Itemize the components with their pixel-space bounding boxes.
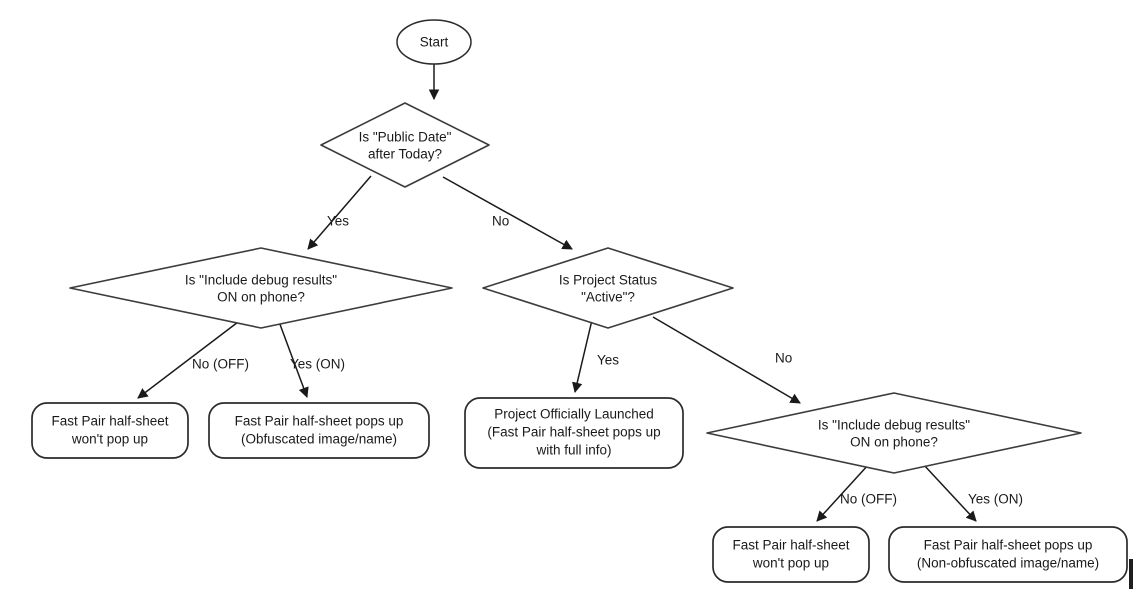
decision-debug-left-shape bbox=[69, 247, 453, 329]
node-terminal-no-popup-right[interactable]: Fast Pair half-sheet won't pop up bbox=[712, 526, 870, 583]
terminal-obfuscated-shape bbox=[208, 402, 430, 459]
terminal-obfuscated-line2: (Obfuscated image/name) bbox=[241, 432, 397, 447]
edge-debug-right-yes: Yes (ON) bbox=[922, 463, 1023, 522]
edge-label-public-date-no: No bbox=[492, 214, 509, 229]
decision-debug-right-shape bbox=[706, 392, 1082, 474]
page-edge-artifact bbox=[1129, 559, 1133, 589]
start-ellipse-shape bbox=[396, 19, 472, 65]
terminal-launched-shape bbox=[464, 397, 684, 469]
decision-public-date-line1: Is "Public Date" bbox=[359, 130, 452, 145]
decision-debug-left-line1: Is "Include debug results" bbox=[185, 273, 337, 288]
edge-label-project-status-yes: Yes bbox=[597, 353, 619, 368]
node-decision-public-date[interactable]: Is "Public Date" after Today? bbox=[320, 102, 490, 188]
edge-label-debug-left-no: No (OFF) bbox=[192, 357, 249, 372]
edge-line-project-status-yes bbox=[572, 319, 593, 394]
edge-label-debug-right-no: No (OFF) bbox=[840, 492, 897, 507]
terminal-launched-line3: with full info) bbox=[535, 443, 611, 458]
edge-project-status-no: No bbox=[652, 316, 801, 404]
edge-debug-left-yes: Yes (ON) bbox=[277, 318, 345, 398]
edge-line-debug-right-yes bbox=[922, 463, 977, 522]
terminal-no-popup-left-line1: Fast Pair half-sheet bbox=[51, 414, 168, 429]
decision-debug-left-line2: ON on phone? bbox=[217, 290, 305, 305]
node-decision-debug-right[interactable]: Is "Include debug results" ON on phone? bbox=[706, 392, 1082, 474]
terminal-no-popup-right-shape bbox=[712, 526, 870, 583]
decision-project-status-line2: "Active"? bbox=[581, 290, 635, 305]
decision-debug-right-line1: Is "Include debug results" bbox=[818, 418, 970, 433]
edge-line-public-date-no bbox=[442, 176, 573, 250]
edge-debug-right-no: No (OFF) bbox=[816, 463, 897, 522]
terminal-non-obfuscated-line1: Fast Pair half-sheet pops up bbox=[924, 538, 1093, 553]
terminal-obfuscated-line1: Fast Pair half-sheet pops up bbox=[235, 414, 404, 429]
node-start[interactable]: Start bbox=[396, 19, 472, 65]
node-terminal-obfuscated[interactable]: Fast Pair half-sheet pops up (Obfuscated… bbox=[208, 402, 430, 459]
decision-project-status-line1: Is Project Status bbox=[559, 273, 658, 288]
terminal-non-obfuscated-line2: (Non-obfuscated image/name) bbox=[917, 556, 1099, 571]
node-terminal-no-popup-left[interactable]: Fast Pair half-sheet won't pop up bbox=[31, 402, 189, 459]
terminal-no-popup-left-line2: won't pop up bbox=[71, 432, 148, 447]
node-terminal-non-obfuscated[interactable]: Fast Pair half-sheet pops up (Non-obfusc… bbox=[888, 526, 1128, 583]
edge-label-public-date-yes: Yes bbox=[327, 214, 349, 229]
terminal-launched-line2: (Fast Pair half-sheet pops up bbox=[487, 425, 660, 440]
decision-public-date-shape bbox=[320, 102, 490, 188]
terminal-no-popup-left-shape bbox=[31, 402, 189, 459]
node-terminal-launched[interactable]: Project Officially Launched (Fast Pair h… bbox=[464, 397, 684, 469]
terminal-launched-line1: Project Officially Launched bbox=[494, 407, 654, 422]
node-decision-project-status[interactable]: Is Project Status "Active"? bbox=[482, 247, 734, 329]
edge-public-date-no: No bbox=[442, 176, 573, 250]
edge-line-public-date-yes bbox=[307, 175, 372, 250]
terminal-non-obfuscated-shape bbox=[888, 526, 1128, 583]
decision-public-date-line2: after Today? bbox=[368, 147, 442, 162]
decision-debug-right-line2: ON on phone? bbox=[850, 435, 938, 450]
edge-line-debug-left-yes bbox=[277, 318, 309, 398]
edge-label-debug-right-yes: Yes (ON) bbox=[968, 492, 1023, 507]
edge-label-project-status-no: No bbox=[775, 351, 792, 366]
edge-line-project-status-no bbox=[652, 316, 801, 404]
edge-line-debug-right-no bbox=[816, 463, 870, 522]
start-label: Start bbox=[420, 35, 449, 50]
edge-public-date-yes: Yes bbox=[307, 175, 372, 250]
edge-label-debug-left-yes: Yes (ON) bbox=[290, 357, 345, 372]
edge-project-status-yes: Yes bbox=[572, 319, 619, 394]
edge-debug-left-no: No (OFF) bbox=[137, 318, 249, 399]
decision-project-status-shape bbox=[482, 247, 734, 329]
node-decision-debug-left[interactable]: Is "Include debug results" ON on phone? bbox=[69, 247, 453, 329]
edge-line-debug-left-no bbox=[137, 318, 243, 399]
terminal-no-popup-right-line2: won't pop up bbox=[752, 556, 829, 571]
terminal-no-popup-right-line1: Fast Pair half-sheet bbox=[732, 538, 849, 553]
